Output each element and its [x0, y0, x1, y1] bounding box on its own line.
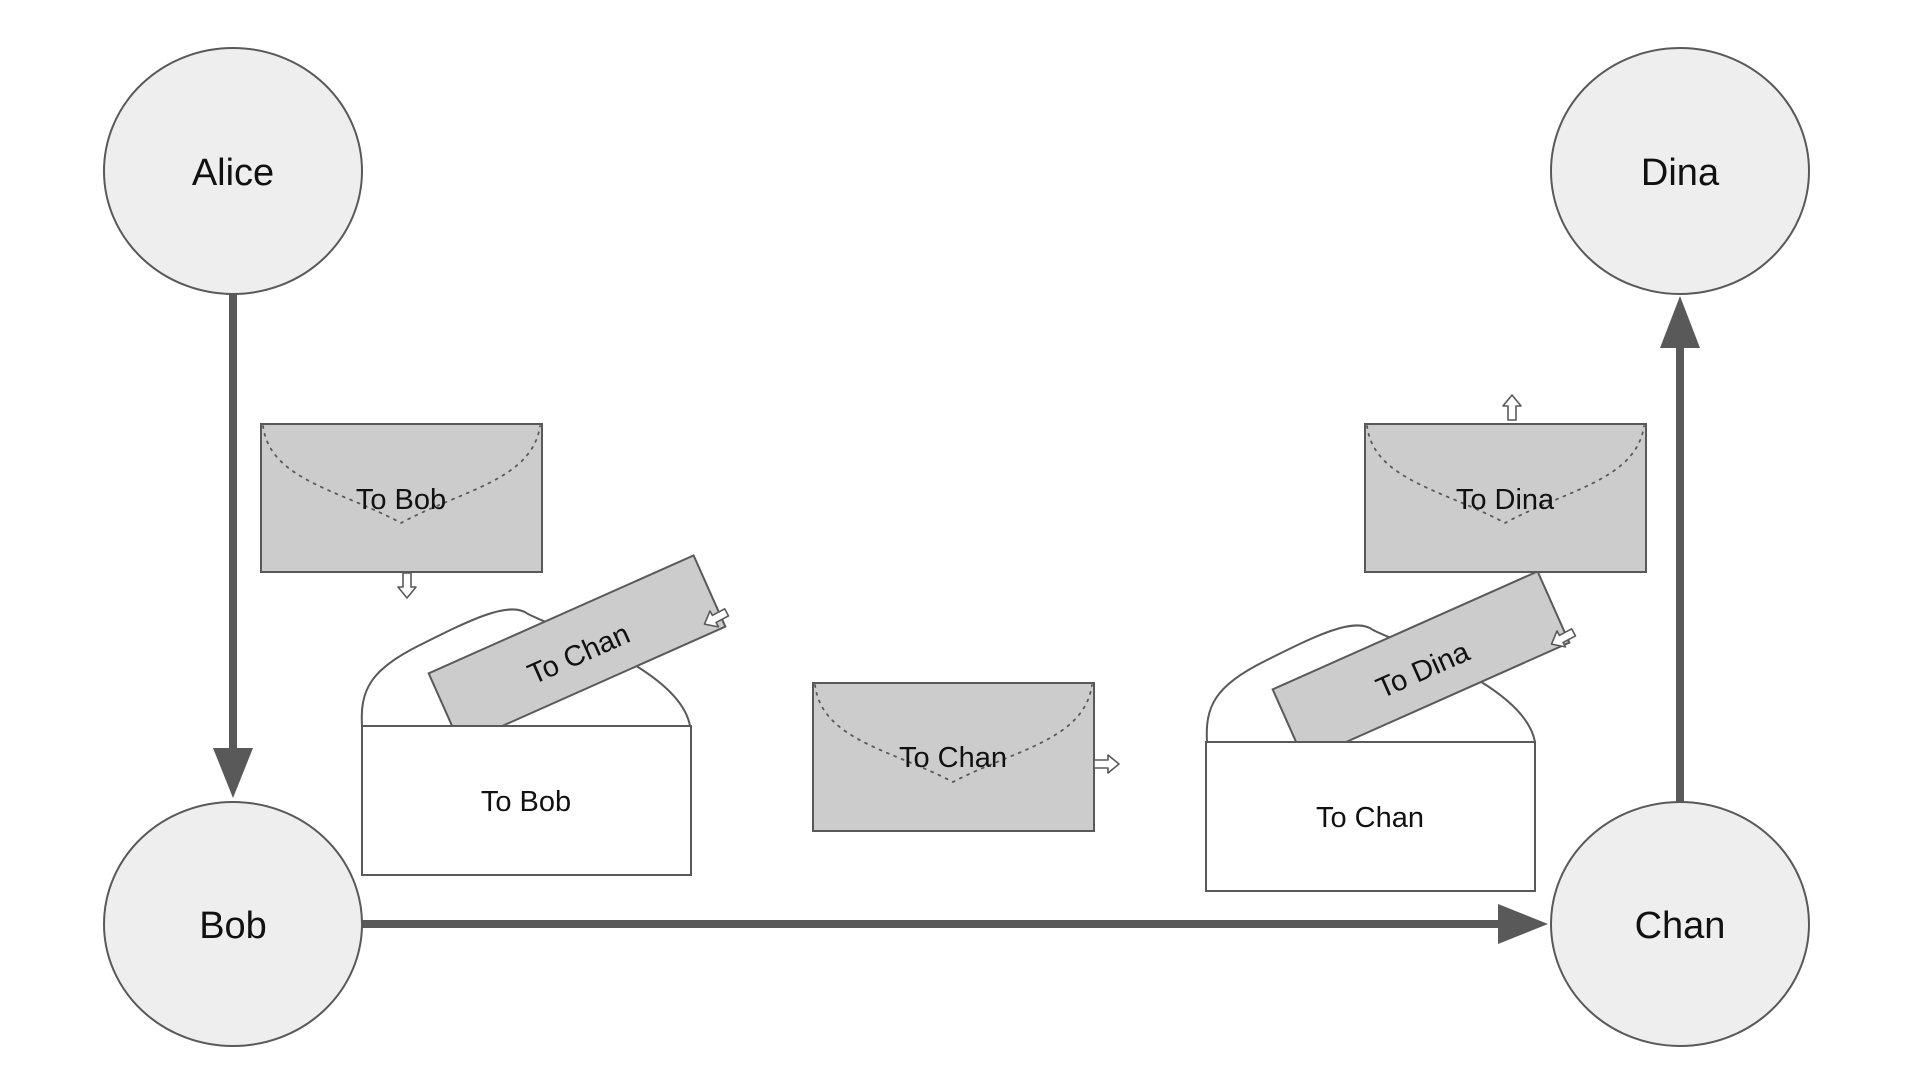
open-envelope-to-bob: To Chan To Bob [360, 554, 727, 876]
hollow-arrow-icon [397, 572, 417, 599]
node-bob: Bob [103, 801, 363, 1047]
node-chan-label: Chan [1635, 905, 1726, 947]
node-dina-label: Dina [1641, 152, 1720, 194]
node-bob-label: Bob [199, 905, 267, 947]
edge-chan-to-dina [1660, 296, 1700, 802]
sealed-envelope-to-dina: To Dina [1364, 423, 1647, 573]
envelope-label: To Chan [899, 742, 1007, 774]
sealed-envelope-to-bob: To Bob [260, 423, 543, 573]
node-dina: Dina [1550, 47, 1810, 295]
envelope-label: To Bob [481, 786, 571, 818]
node-chan: Chan [1550, 801, 1810, 1047]
edge-bob-to-chan [362, 904, 1548, 944]
inner-envelope-to-dina: To Dina [1271, 570, 1571, 762]
hollow-arrow-icon [1502, 394, 1522, 421]
sealed-envelope-to-chan: To Chan [812, 682, 1095, 832]
node-alice-label: Alice [192, 152, 274, 194]
edge-alice-to-bob [213, 294, 253, 798]
envelope-label: To Bob [356, 484, 446, 516]
node-alice: Alice [103, 47, 363, 295]
open-envelope-to-chan: To Dina To Chan [1205, 570, 1571, 892]
envelope-label: To Dina [1456, 484, 1555, 516]
envelope-label: To Chan [1316, 802, 1424, 834]
hollow-arrow-icon [1093, 754, 1120, 774]
